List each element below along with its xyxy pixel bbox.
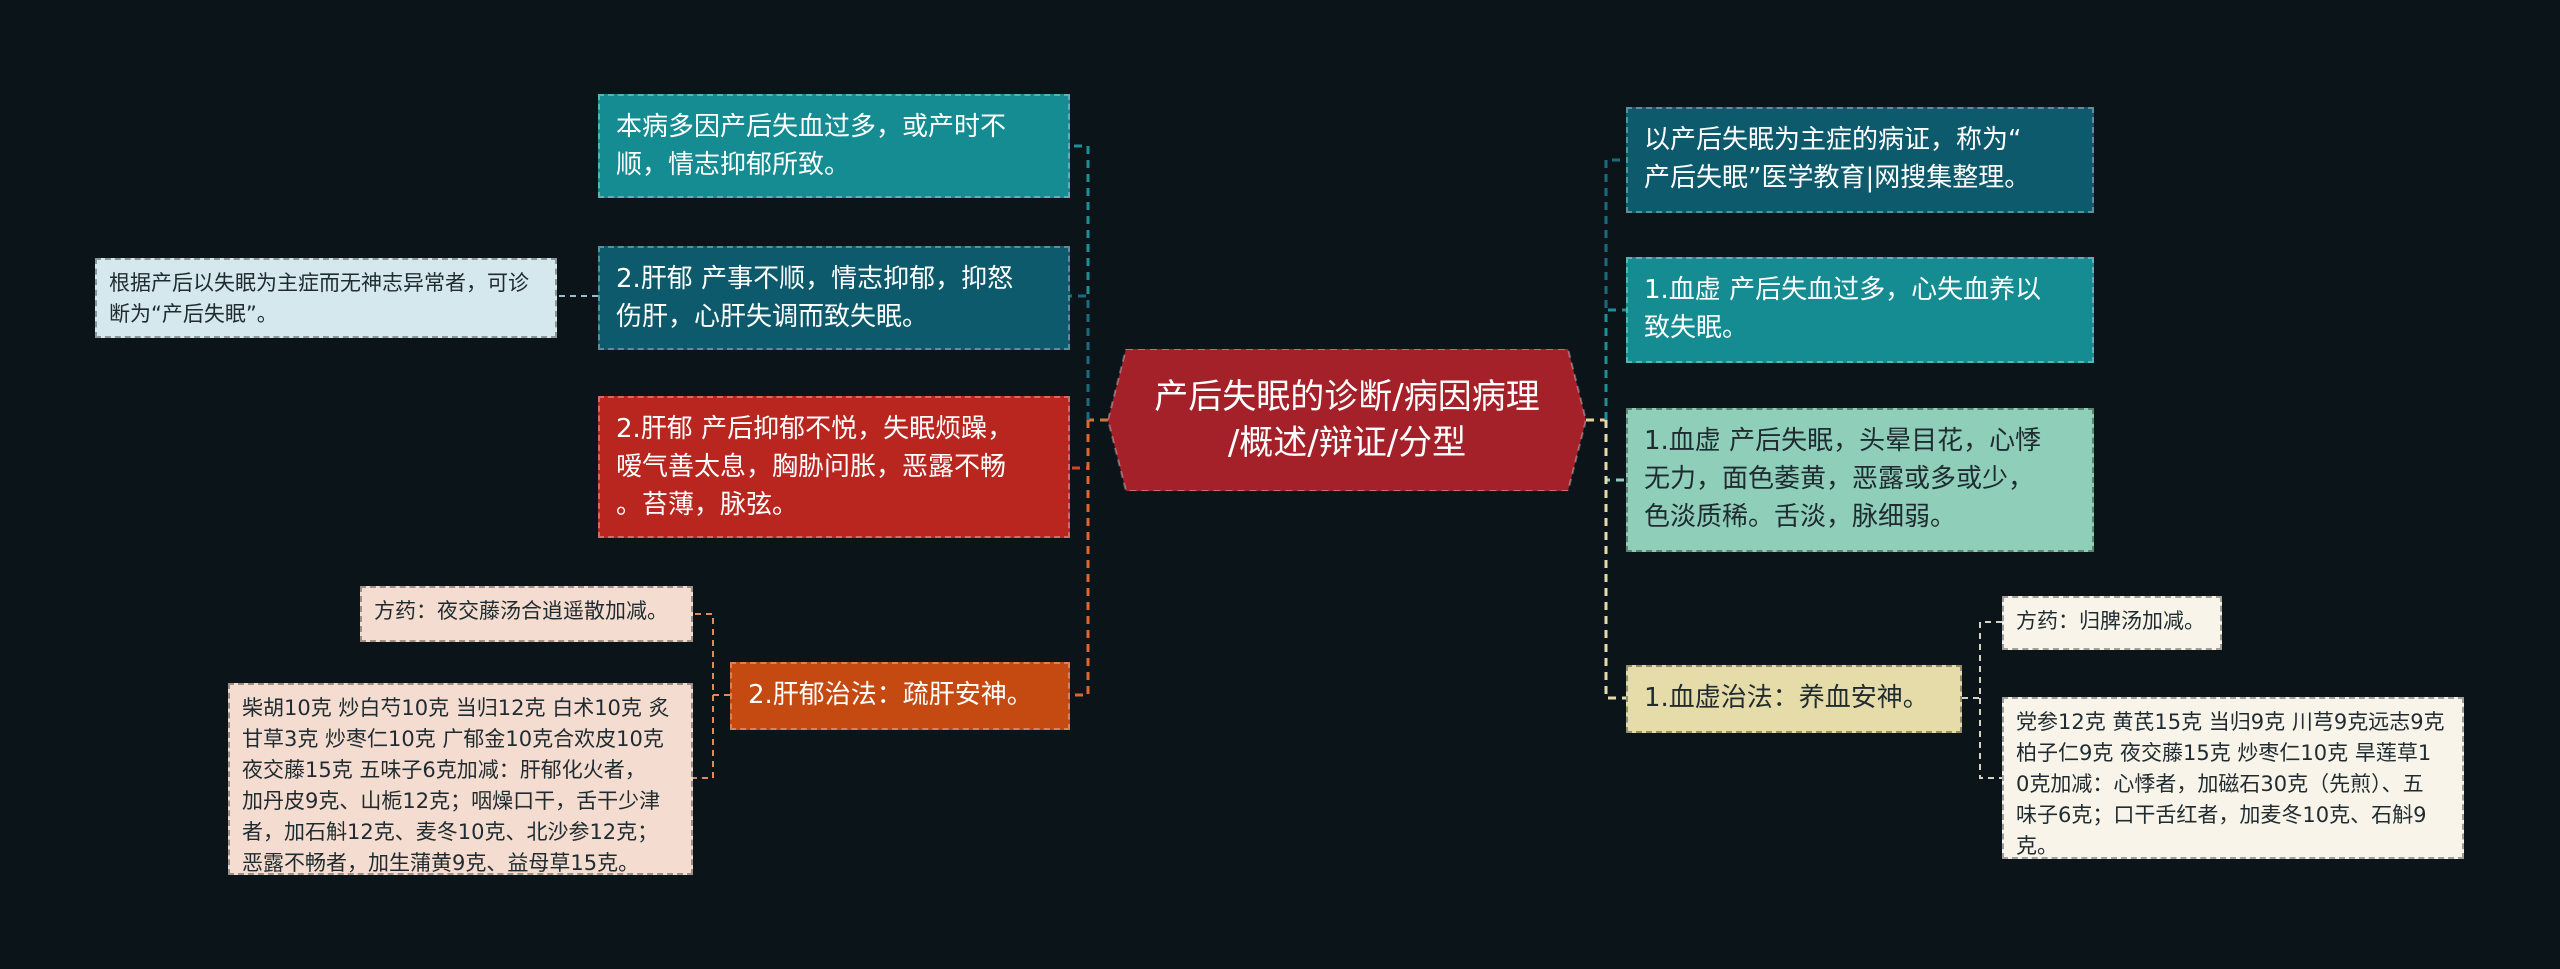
node-liver-cause[interactable]: 2.肝郁 产事不顺，情志抑郁，抑怒 伤肝，心肝失调而致失眠。 bbox=[598, 246, 1070, 350]
center-topic-label: 产后失眠的诊断/病因病理 /概述/辩证/分型 bbox=[1154, 377, 1540, 463]
node-liver-formula[interactable]: 方药：夜交藤汤合逍遥散加减。 bbox=[360, 586, 693, 642]
connector-to-treatment-right bbox=[1604, 420, 1626, 700]
connector-to-overview bbox=[1604, 158, 1626, 420]
center-hexagon-shape bbox=[1108, 349, 1586, 491]
node-blood-treatment[interactable]: 1.血虚治法：养血安神。 bbox=[1626, 665, 1962, 733]
connector-to-herbs-left bbox=[693, 695, 714, 779]
connector-to-blood2 bbox=[1604, 420, 1626, 482]
connector-to-formula-left bbox=[693, 613, 730, 696]
node-blood-cause[interactable]: 1.血虚 产后失血过多，心失血养以 致失眠。 bbox=[1626, 257, 2094, 363]
connector-to-cause bbox=[1070, 144, 1090, 420]
connector-to-treatment-left bbox=[1070, 420, 1090, 697]
connector-to-liver1 bbox=[1070, 294, 1090, 420]
connector-to-blood1 bbox=[1604, 308, 1626, 420]
node-diagnosis-note[interactable]: 根据产后以失眠为主症而无神志异常者，可诊 断为“产后失眠”。 bbox=[95, 258, 557, 338]
node-cause[interactable]: 本病多因产后失血过多，或产时不 顺，情志抑郁所致。 bbox=[598, 94, 1070, 198]
node-overview[interactable]: 以产后失眠为主症的病证，称为“ 产后失眠”医学教育|网搜集整理。 bbox=[1626, 107, 2094, 213]
node-liver-herbs[interactable]: 柴胡10克 炒白芍10克 当归12克 白术10克 炙 甘草3克 炒枣仁10克 广… bbox=[228, 683, 693, 875]
node-blood-formula[interactable]: 方药：归脾汤加减。 bbox=[2002, 596, 2222, 650]
node-blood-herbs[interactable]: 党参12克 黄芪15克 当归9克 川芎9克远志9克 柏子仁9克 夜交藤15克 炒… bbox=[2002, 697, 2464, 859]
node-blood-symptoms[interactable]: 1.血虚 产后失眠，头晕目花，心悸 无力，面色萎黄，恶露或多或少， 色淡质稀。舌… bbox=[1626, 408, 2094, 552]
node-liver-symptoms[interactable]: 2.肝郁 产后抑郁不悦，失眠烦躁， 嗳气善太息，胸胁问胀，恶露不畅 。苔薄，脉弦… bbox=[598, 396, 1070, 538]
connector-to-formula-right bbox=[1962, 621, 2002, 699]
connector-to-herbs-right bbox=[1979, 698, 2002, 779]
center-topic[interactable]: 产后失眠的诊断/病因病理 /概述/辩证/分型 bbox=[1108, 349, 1586, 491]
node-liver-treatment[interactable]: 2.肝郁治法：疏肝安神。 bbox=[730, 662, 1070, 730]
connector-to-liver2 bbox=[1070, 420, 1090, 470]
